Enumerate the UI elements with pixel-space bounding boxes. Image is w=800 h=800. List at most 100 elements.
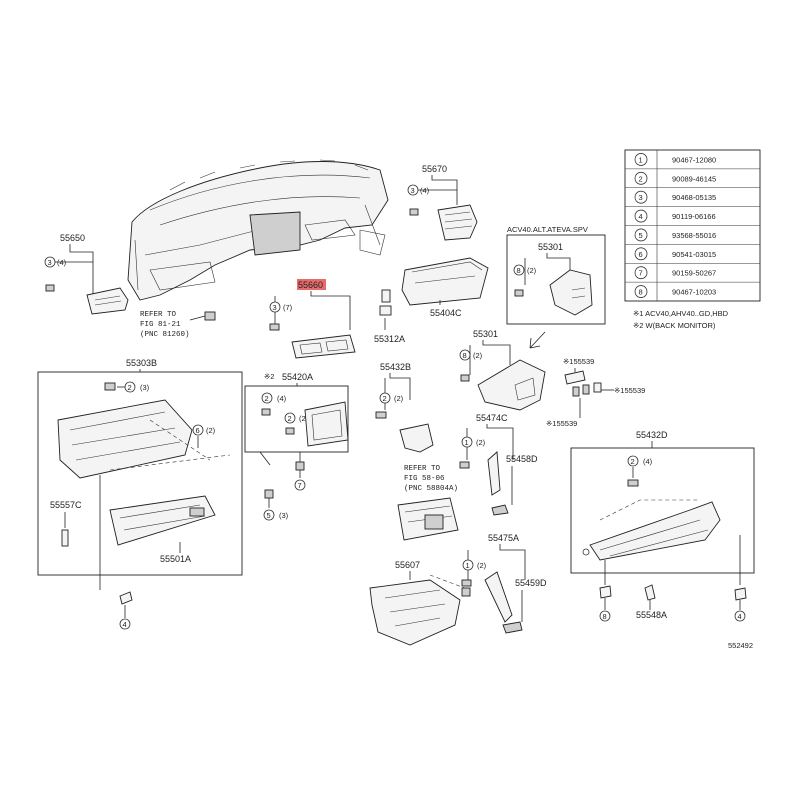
fastener-ref-7-icon	[294, 479, 306, 491]
callout-55670: 55670	[422, 164, 447, 174]
callout-55420A: 55420A	[282, 372, 313, 382]
callout-55475A-group: 55475A 1 (2) 55459D	[461, 533, 547, 634]
callout-55312A-group: 55312A	[374, 289, 405, 344]
legend-number-6-icon	[634, 247, 648, 261]
legend-row-number: 3	[639, 193, 643, 202]
svg-text:REFER TO: REFER TO	[404, 465, 441, 473]
svg-text:8: 8	[517, 266, 521, 275]
callout-55303B: 55303B	[126, 358, 157, 368]
variant-box-acv40: ACV40.ALT.ATEVA.SPV 55301 8 (2)	[506, 225, 606, 325]
callout-55607: 55607	[395, 560, 420, 570]
qty-6: (2)	[206, 426, 216, 435]
note-marker-55420A: ※2	[264, 372, 274, 381]
console-panel-55607	[369, 579, 461, 646]
fastener-ref-4-icon	[119, 618, 131, 630]
side-vent-55670	[437, 204, 478, 241]
svg-text:4: 4	[123, 620, 127, 629]
legend-row-number: 1	[639, 155, 643, 164]
fastener-ref-1-icon	[462, 559, 474, 571]
callout-55539-b: ※155539	[614, 386, 645, 395]
legend-number-2-icon	[634, 171, 648, 185]
callout-55501A: 55501A	[160, 554, 191, 564]
side-panel-55475A	[484, 571, 513, 623]
center-cluster-55420A	[304, 401, 349, 447]
legend-row-part-number: 93568-55016	[672, 231, 716, 240]
callout-55432B: 55432B	[380, 362, 411, 372]
callout-55660: 55660	[298, 280, 323, 290]
fastener-ref-1-icon	[461, 436, 473, 448]
arrow-icon	[529, 331, 546, 349]
callout-55650: 55650	[60, 233, 85, 243]
legend-row-number: 8	[639, 288, 643, 297]
legend-number-5-icon	[634, 228, 648, 242]
svg-text:5: 5	[267, 511, 271, 520]
svg-text:2: 2	[288, 414, 292, 423]
legend-row-number: 7	[639, 269, 643, 278]
callout-55301-b: 55301	[473, 329, 498, 339]
callout-55474C-group: 55474C 1 (2) 55458D	[459, 413, 538, 516]
legend-number-1-icon	[634, 153, 648, 166]
svg-text:FIG 58-06: FIG 58-06	[404, 475, 445, 483]
legend-row-part-number: 90089-46145	[672, 174, 716, 183]
callout-55301-group: 55301 8 (2)	[459, 329, 546, 411]
callout-55539-group: ※155539 ※155539 ※155539	[546, 357, 645, 428]
callout-55432B-group: 55432B 2 (2)	[375, 362, 434, 453]
callout-55539-a: ※155539	[563, 357, 594, 366]
svg-text:2: 2	[128, 383, 132, 392]
svg-text:4: 4	[738, 612, 742, 621]
svg-text:2: 2	[631, 457, 635, 466]
callout-55404C: 55404C	[430, 308, 462, 318]
callout-55404C-group: 55404C	[401, 257, 489, 318]
callout-55459D: 55459D	[515, 578, 547, 588]
svg-text:8: 8	[463, 351, 467, 360]
qty-55303B: (3)	[140, 383, 150, 392]
damper-rod	[61, 529, 69, 547]
callout-55650-group: 55650 3 (4)	[44, 233, 129, 315]
legend-number-4-icon	[634, 209, 648, 223]
legend-row-part-number: 90119-06166	[672, 212, 716, 221]
svg-text:8: 8	[603, 612, 607, 621]
center-vent-55660	[291, 334, 356, 359]
callout-55607-group: 55607	[369, 560, 471, 646]
qty-55301-a: (2)	[527, 266, 537, 275]
legend-row-part-number: 90159-50267	[672, 269, 716, 278]
legend-note-2: ※2 W(BACK MONITOR)	[633, 321, 716, 330]
legend-note-1: ※1 ACV40,AHV40..GD,HBD	[633, 309, 729, 318]
variant-box-title: ACV40.ALT.ATEVA.SPV	[507, 225, 588, 234]
legend-row-number: 6	[639, 250, 643, 259]
callout-55660-group: 55660 3 (7)	[269, 279, 356, 359]
svg-text:REFER TO: REFER TO	[140, 311, 177, 319]
qty-55474C: (2)	[476, 438, 486, 447]
svg-text:1: 1	[466, 561, 470, 570]
fastener-ref-2-icon	[261, 392, 273, 404]
callout-55312A: 55312A	[374, 334, 405, 344]
clip-icon	[409, 208, 419, 216]
reference-note-1: REFER TO FIG 81-21 (PNC 81260)	[140, 311, 216, 339]
qty-55420A-2: (2)	[299, 414, 309, 423]
svg-text:3: 3	[48, 258, 52, 267]
callout-55475A: 55475A	[488, 533, 519, 543]
svg-text:6: 6	[196, 426, 200, 435]
callout-55474C: 55474C	[476, 413, 508, 423]
fastener-ref-8-icon	[459, 349, 471, 361]
side-vent-55650	[86, 287, 129, 315]
qty-55650: (4)	[57, 258, 67, 267]
fastener-ref-3-icon	[269, 301, 281, 313]
qty-55660: (7)	[283, 303, 293, 312]
side-panel-55474C	[487, 451, 501, 496]
fastener-ref-3-icon	[407, 184, 419, 196]
callout-55420A-group: ※2 55420A 2 (4) 2 (2) 7 5 (3)	[244, 372, 349, 521]
svg-text:(PNC 81260): (PNC 81260)	[140, 331, 190, 339]
qty-55420A-1: (4)	[277, 394, 287, 403]
svg-text:7: 7	[298, 481, 302, 490]
cover-55432B	[399, 423, 434, 453]
clip-icon	[269, 323, 280, 331]
instrument-panel-illustration	[127, 159, 389, 301]
callout-55432D-group: 55432D 2 (4) 8 4 55548A	[570, 430, 755, 622]
glove-box-housing	[57, 399, 193, 479]
fastener-ref-2-icon	[284, 412, 296, 424]
legend-row-part-number: 90467-12080	[672, 155, 716, 164]
highlight-marker	[297, 279, 326, 290]
legend-row-part-number: 90468-05135	[672, 193, 716, 202]
